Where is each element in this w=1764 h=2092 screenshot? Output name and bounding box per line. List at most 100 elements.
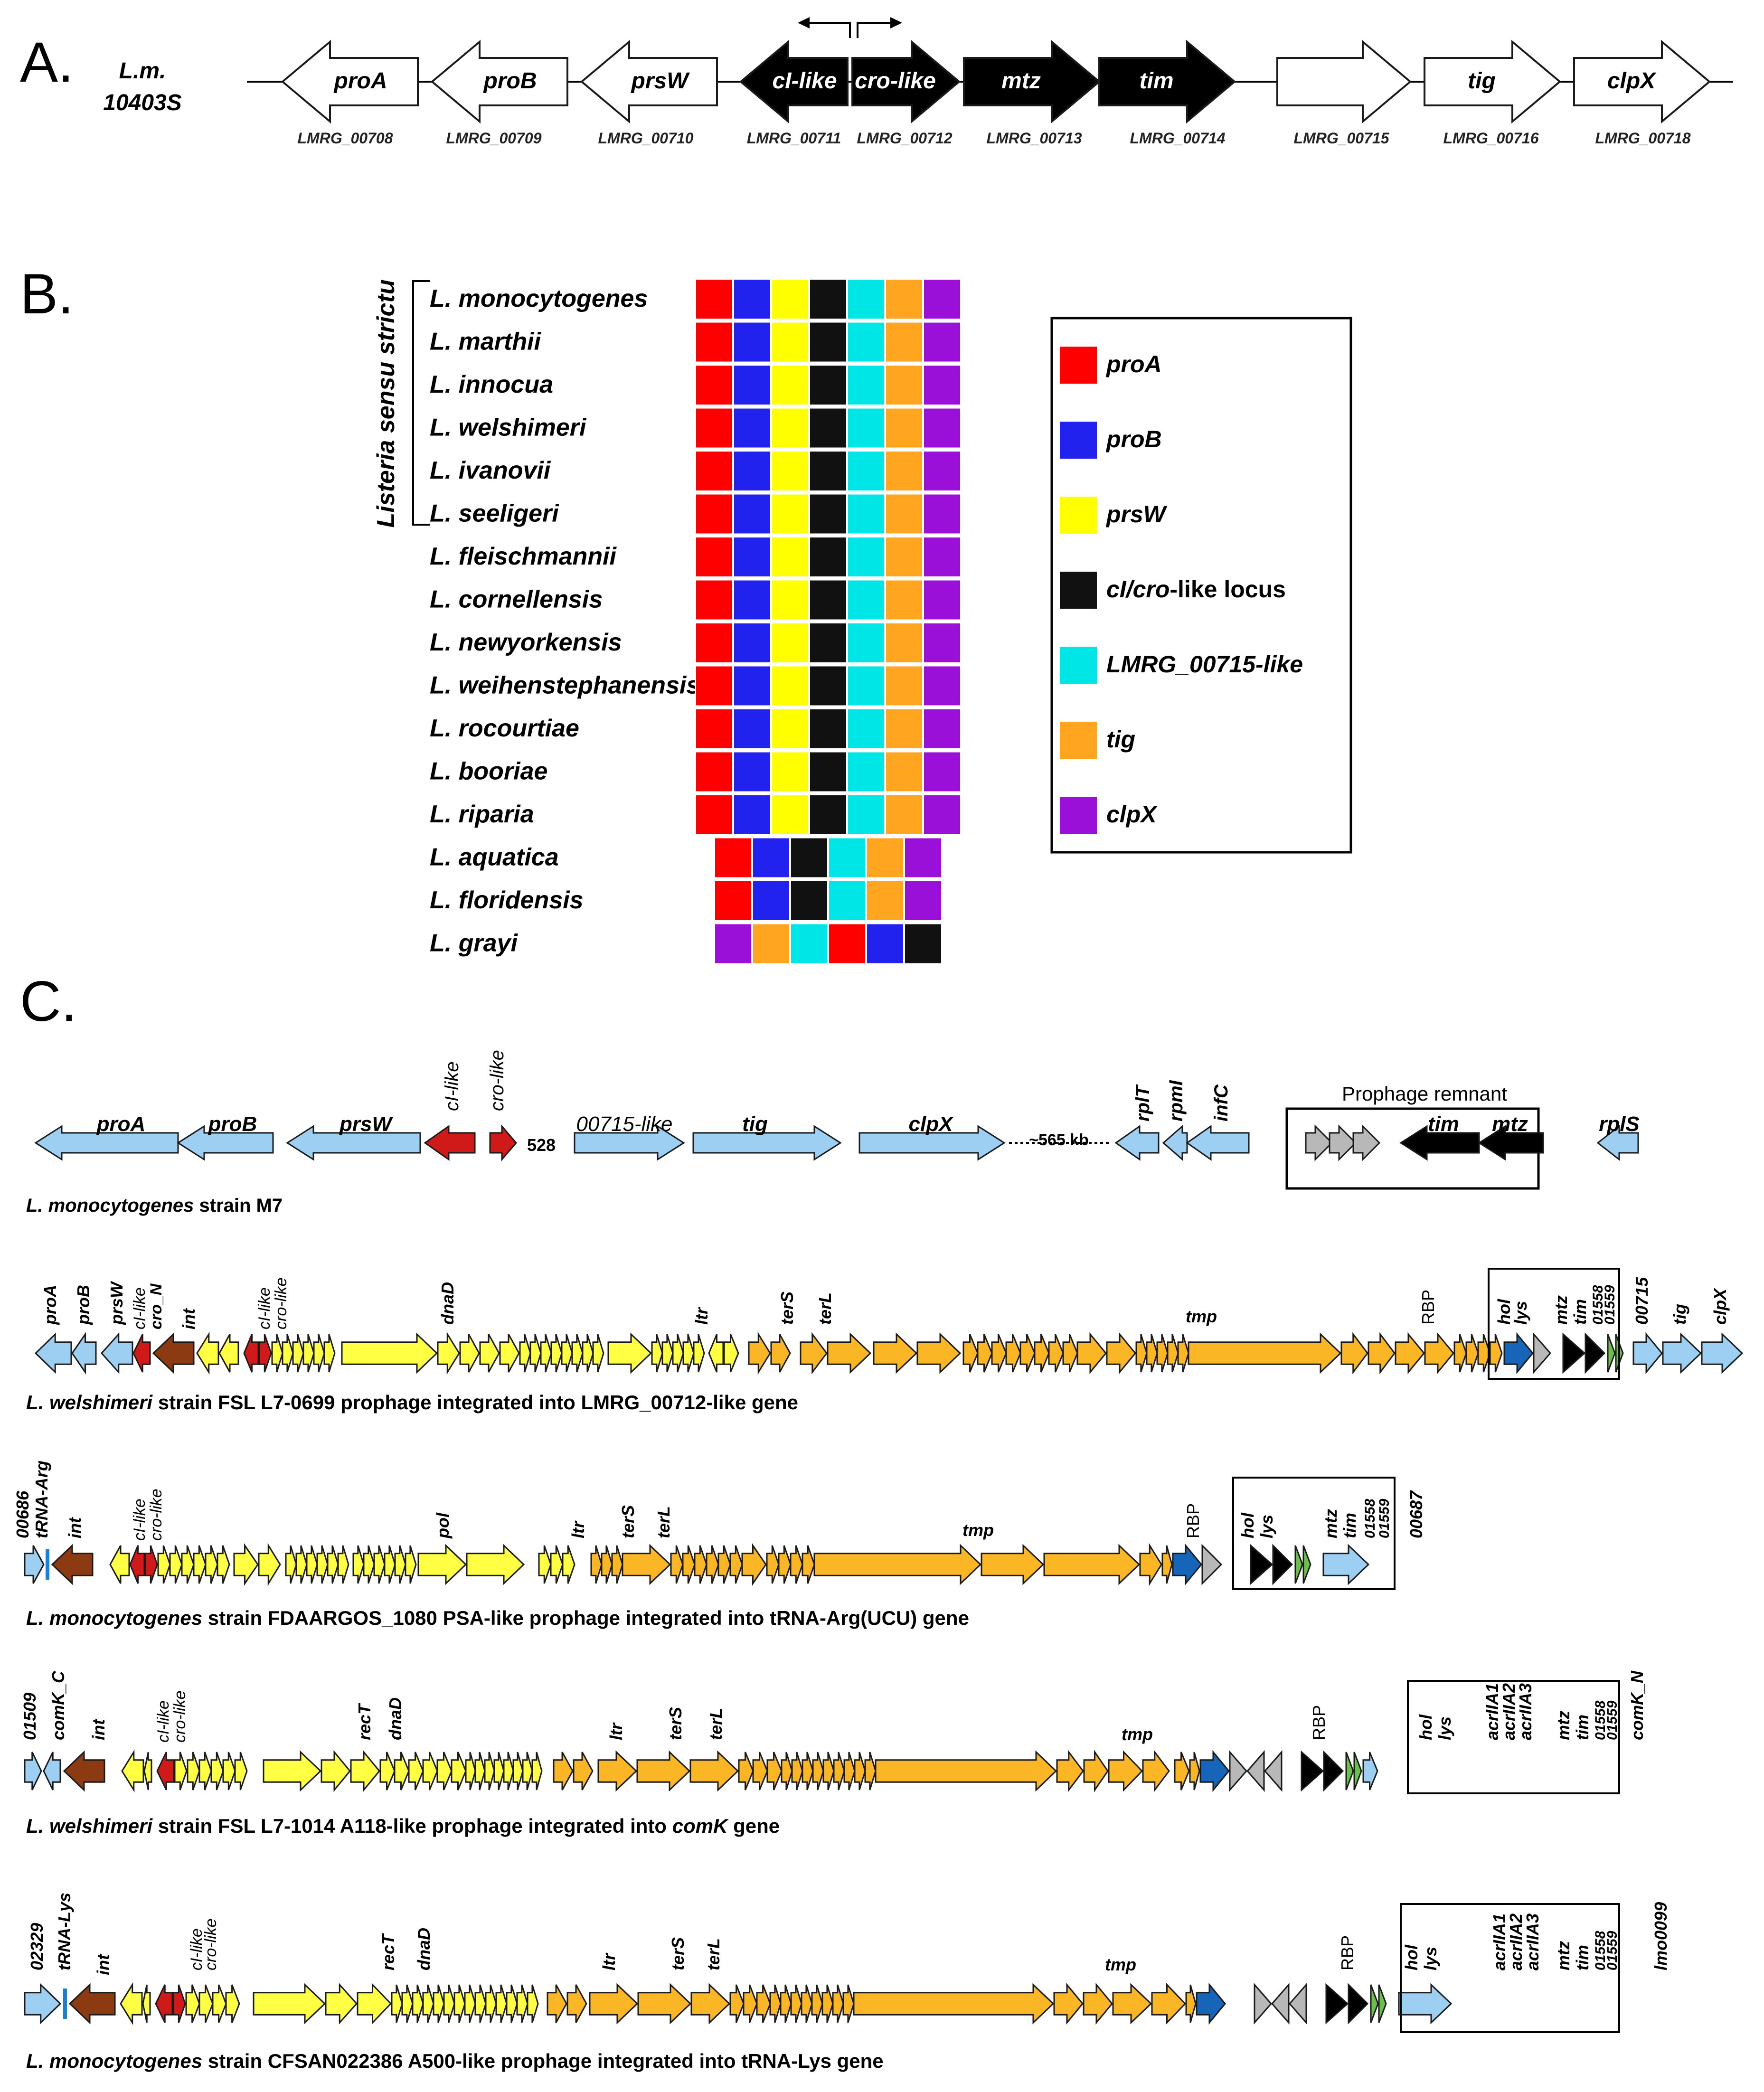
synteny-cell-lmrg — [828, 837, 866, 878]
panel-b-label: B. — [20, 262, 74, 326]
gene-label: 00715 — [1632, 1277, 1651, 1325]
gene-label: terS — [668, 1937, 688, 1970]
gene-arrow — [373, 1545, 386, 1584]
gene-arrow — [121, 1749, 144, 1793]
caption-italic: comK — [672, 1815, 729, 1837]
caption-rest: strain CFSAN022386 A500-like prophage in… — [202, 2050, 884, 2072]
species-name: L. marthii — [430, 328, 542, 356]
species-name: L. booriae — [430, 758, 547, 785]
caption-rest: gene — [727, 1815, 780, 1837]
locus-tag: LMRG_00714 — [1130, 130, 1226, 147]
synteny-cell-tig — [885, 365, 923, 405]
synteny-cell-ci — [809, 279, 847, 320]
gene-arrow-rpmI — [1162, 1124, 1188, 1161]
gene-arrow — [1395, 1332, 1425, 1375]
gene-label: 01559 — [1604, 1931, 1620, 1970]
synteny-cell-clpX — [923, 708, 961, 749]
synteny-cell-tig — [885, 708, 923, 749]
gene-arrow — [561, 1334, 573, 1373]
gene-arrow — [394, 1545, 406, 1584]
synteny-cell-clpX — [923, 279, 961, 320]
gene-arrow — [791, 1752, 803, 1790]
gene-arrow — [843, 1752, 856, 1790]
gene-arrow-remnant — [1305, 1124, 1333, 1161]
synteny-cell-tig — [885, 794, 923, 835]
gene-arrow — [661, 1334, 674, 1373]
gene-arrow — [412, 1984, 424, 2023]
gene-label: prsW — [107, 1281, 126, 1325]
gene-arrow — [1161, 1545, 1173, 1584]
gene-arrow — [142, 1984, 151, 2023]
gene-arrow — [1398, 1983, 1453, 2025]
gene-arrow — [873, 1332, 918, 1374]
gene-arrow — [1048, 1334, 1064, 1373]
track-caption: L. welshimeri strain FSL L7-1014 A118-li… — [26, 1815, 780, 1837]
gene-arrow — [253, 1983, 326, 2025]
caption-rest: strain M7 — [194, 1195, 283, 1216]
gene-label: lys — [1511, 1301, 1530, 1325]
gene-arrow — [321, 1750, 351, 1792]
gene-label: acrIIA3 — [1516, 1683, 1535, 1740]
gene-arrow — [991, 1334, 1007, 1373]
gene-label: 528 — [527, 1135, 556, 1155]
legend-swatch-clpX — [1060, 797, 1097, 834]
species-name: L. fleischmannii — [430, 543, 617, 570]
synteny-cell-ci — [809, 493, 847, 535]
synteny-cell-proA — [695, 794, 733, 835]
gene-arrow — [24, 1983, 62, 2025]
gene-arrow — [144, 1545, 158, 1584]
gene-arrow-tim — [1399, 1125, 1480, 1161]
gene-arrow — [1322, 1544, 1370, 1585]
synteny-cell-prsW — [771, 579, 809, 621]
gene-label: cI-like — [188, 1928, 206, 1970]
species-name: L. floridensis — [430, 886, 584, 914]
gene-arrow — [1019, 1334, 1036, 1373]
synteny-cell-proA — [695, 321, 733, 363]
gene-arrow — [436, 1752, 453, 1790]
gene-arrow — [573, 1752, 594, 1790]
gene-name: cro-like — [855, 68, 936, 94]
gene-label: terL — [654, 1506, 673, 1538]
gene-arrow — [1289, 1983, 1307, 2025]
synteny-cell-prsW — [771, 708, 809, 749]
gene-arrow — [622, 1544, 671, 1585]
gene-arrow — [1348, 1983, 1369, 2025]
gene-arrow — [1424, 1332, 1454, 1375]
gene-arrow — [218, 1334, 239, 1373]
species-name: L. grayi — [430, 930, 518, 957]
track-caption: L. monocytogenes strain M7 — [26, 1195, 283, 1216]
gene-arrow — [540, 1334, 552, 1373]
gene-arrow — [802, 1545, 815, 1584]
gene-arrow — [408, 1752, 424, 1790]
gene-arrow — [295, 1545, 308, 1584]
gene-arrow — [636, 1750, 691, 1792]
gene-arrow — [670, 1545, 684, 1584]
gene-arrow — [690, 1983, 731, 2025]
gene-arrow — [827, 1332, 872, 1374]
gene-label: 01558 — [1593, 1931, 1608, 1970]
gene-label: terL — [704, 1938, 723, 1970]
synteny-cell-prsW — [771, 451, 809, 491]
gene-label: int — [179, 1308, 198, 1329]
gene-label: int — [65, 1517, 85, 1538]
gene-arrow — [1271, 1983, 1290, 2025]
gene-label: mtz — [1554, 1711, 1573, 1740]
gene-arrow-prsW — [286, 1125, 421, 1161]
gene-label: cI-like — [131, 1498, 149, 1541]
gene-arrow — [1189, 1752, 1200, 1790]
gene-arrow — [474, 1984, 487, 2023]
gene-arrow — [1370, 1984, 1379, 2023]
synteny-cell-proB — [733, 365, 771, 405]
gene-arrow — [71, 1332, 97, 1375]
gene-arrow — [391, 1984, 403, 2023]
legend-label-part: -like locus — [1170, 576, 1286, 603]
species-name: L. monocytogenes — [430, 285, 648, 312]
synteny-cell-proB — [733, 321, 771, 363]
synteny-cell-clpX — [923, 751, 961, 792]
synteny-cell-ci — [809, 751, 847, 792]
gene-arrow — [1053, 1982, 1084, 2025]
synteny-cell-proB — [866, 923, 904, 964]
synteny-cell-lmrg — [847, 665, 885, 707]
gene-arrow — [977, 1334, 993, 1373]
